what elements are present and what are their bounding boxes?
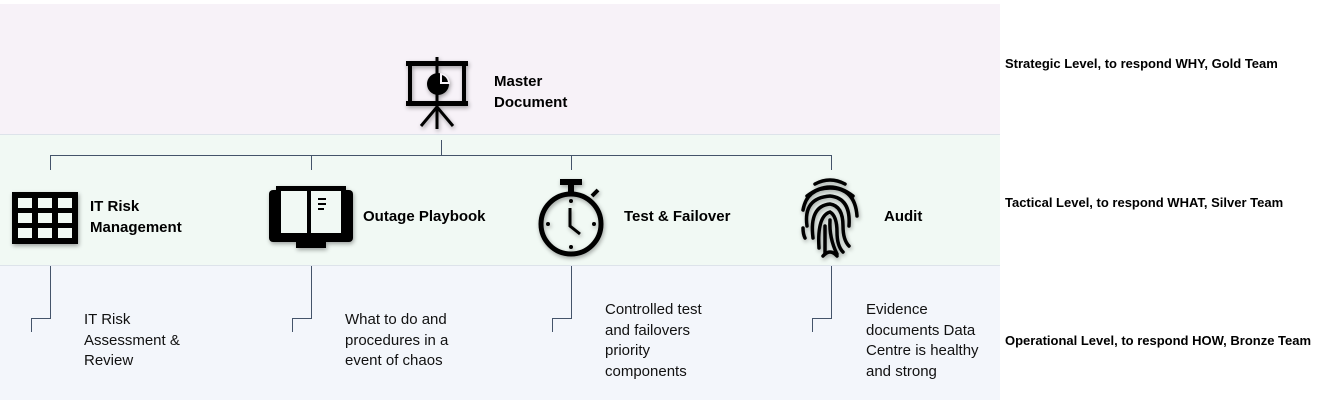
desc-line: event of chaos	[345, 352, 443, 369]
outage-playbook-title: Outage Playbook	[363, 208, 486, 225]
connector	[311, 266, 312, 318]
presentation-chart-icon	[406, 57, 468, 129]
desc-line: Assessment &	[84, 331, 180, 349]
connector	[831, 266, 832, 318]
title-line: Management	[90, 219, 182, 236]
strategic-level-label: Strategic Level, to respond WHY, Gold Te…	[1005, 56, 1278, 71]
table-grid-icon	[12, 192, 78, 244]
desc-line: documents Data	[866, 321, 976, 339]
connector	[552, 318, 553, 332]
tactical-level-label: Tactical Level, to respond WHAT, Silver …	[1005, 195, 1284, 210]
operational-band	[0, 266, 1000, 400]
connector	[292, 318, 293, 332]
connector	[50, 266, 51, 318]
connector	[50, 155, 832, 156]
connector	[812, 318, 813, 332]
connector	[441, 140, 442, 155]
connector	[812, 318, 832, 319]
desc-line: Centre is healthy	[866, 342, 979, 359]
open-book-icon	[269, 186, 353, 248]
title-line: Master	[494, 73, 543, 90]
title-line: IT Risk	[90, 198, 140, 215]
operational-level-label: Operational Level, to respond HOW, Bronz…	[1005, 333, 1312, 348]
desc-line: Evidence	[866, 301, 928, 318]
title-line: Document	[494, 94, 568, 111]
connector	[31, 318, 51, 319]
desc-line: and failovers	[605, 321, 691, 339]
connector	[552, 318, 572, 319]
desc-line: Controlled test	[605, 301, 702, 318]
connector	[571, 266, 572, 318]
connector	[292, 318, 312, 319]
connector	[31, 318, 32, 332]
connector	[50, 155, 51, 170]
audit-title: Audit	[884, 208, 923, 225]
desc-line: priority	[605, 342, 651, 359]
test-failover-description: Controlled test and failovers priority comp…	[605, 300, 702, 382]
connector	[571, 155, 572, 170]
strategic-band	[0, 4, 1000, 135]
desc-line: components	[605, 362, 687, 380]
desc-line: and strong	[866, 362, 937, 380]
test-failover-title: Test & Failover	[624, 208, 731, 225]
stopwatch-icon	[538, 179, 604, 257]
desc-line: IT Risk	[84, 311, 131, 328]
connector	[831, 155, 832, 170]
desc-line: procedures in a	[345, 331, 449, 349]
fingerprint-icon	[801, 178, 859, 258]
desc-line: What to do and	[345, 311, 447, 328]
desc-line: Review	[84, 352, 134, 369]
outage-playbook-description: What to do and procedures in a event of ch…	[345, 310, 448, 372]
connector	[311, 155, 312, 170]
